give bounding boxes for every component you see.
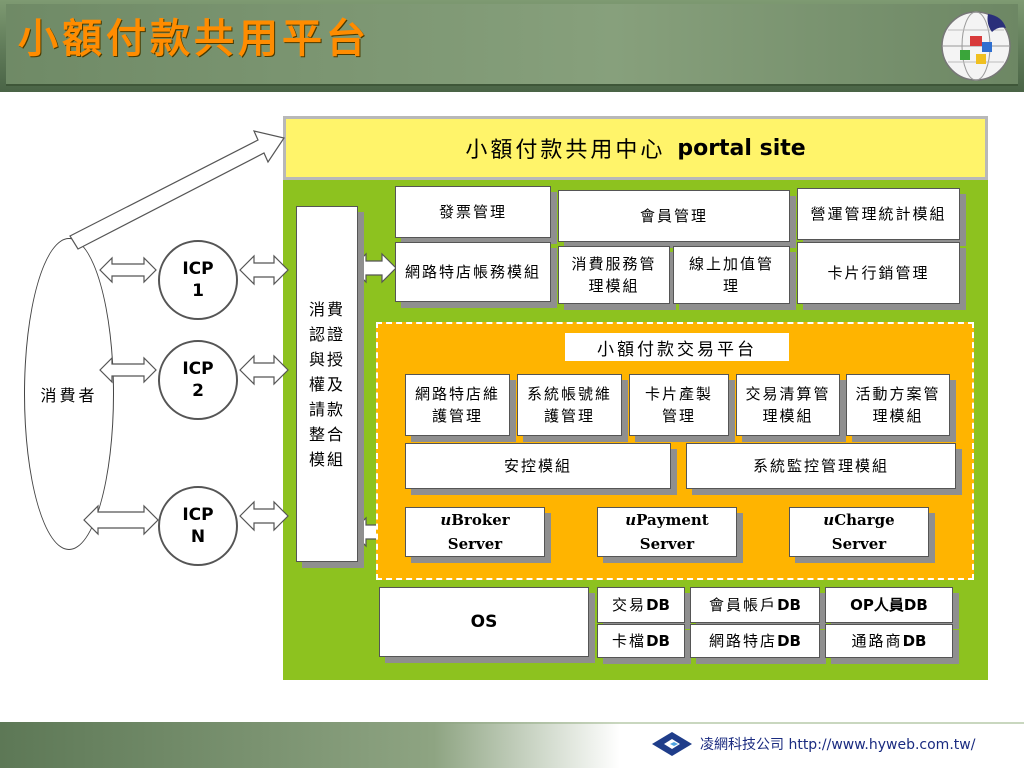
- store-accounts-label: 網路特店帳務模組: [404, 263, 541, 281]
- portal-label-en: portal site: [677, 135, 806, 161]
- ops-stats-label: 營運管理統計模組: [810, 205, 947, 223]
- platform-title: 小額付款交易平台: [565, 333, 789, 361]
- server-prefix: u: [823, 511, 835, 529]
- platform-module: 系統帳號維護管理: [517, 374, 622, 436]
- icp-number: N: [190, 527, 206, 547]
- server-suffix: Server: [831, 535, 887, 553]
- icp-number: 1: [192, 281, 204, 301]
- auth-line: 認證: [308, 324, 345, 344]
- footer-strip: [0, 722, 620, 768]
- db-suffix: DB: [777, 596, 801, 614]
- platform-module-label: 卡片產製管理: [644, 385, 713, 425]
- online-topup-module: 線上加值管理: [673, 246, 790, 304]
- server-prefix: u: [440, 511, 452, 529]
- icp-label: ICP: [182, 259, 214, 279]
- consumer-service-module: 消費服務管理模組: [558, 246, 670, 304]
- auth-line: 整合: [308, 424, 345, 444]
- ops-stats-module: 營運管理統計模組: [797, 188, 960, 240]
- page-title: 小額付款共用平台: [18, 15, 370, 62]
- platform-module: 卡片產製管理: [629, 374, 729, 436]
- platform-module: 活動方案管理模組: [846, 374, 950, 436]
- invoice-module: 發票管理: [395, 186, 551, 238]
- platform-module-label: 網路特店維護管理: [414, 385, 500, 425]
- db-suffix: DB: [646, 596, 670, 614]
- db-label: OP人員: [850, 596, 904, 614]
- monitor-module: 系統監控管理模組: [686, 443, 956, 489]
- db-label: 交易: [612, 596, 647, 614]
- footer-company: 凌網科技公司: [700, 737, 784, 753]
- online-topup-label: 線上加值管理: [688, 255, 774, 295]
- server-name: Charge: [834, 511, 895, 529]
- os-box: OS: [379, 587, 589, 657]
- platform-module: 網路特店維護管理: [405, 374, 510, 436]
- icp-number: 2: [192, 381, 204, 401]
- auth-billing-module: 消費 認證 與授 權及 請款 整合 模組: [296, 206, 358, 562]
- db-label: 卡檔: [612, 632, 647, 650]
- db-suffix: DB: [777, 632, 801, 650]
- icp-label: ICP: [182, 505, 214, 525]
- server-prefix: u: [625, 511, 637, 529]
- member-module: 會員管理: [558, 190, 790, 242]
- footer-credit: 凌網科技公司 http://www.hyweb.com.tw/: [700, 734, 975, 754]
- monitor-label: 系統監控管理模組: [752, 457, 889, 475]
- db-suffix: DB: [903, 596, 928, 614]
- portal-label: 小額付款共用中心: [465, 138, 666, 163]
- os-label: OS: [470, 612, 498, 632]
- auth-line: 請款: [308, 399, 345, 419]
- db-label: 會員帳戶: [709, 596, 778, 614]
- card-marketing-label: 卡片行銷管理: [827, 264, 930, 282]
- consumer-node: 消費者: [24, 238, 114, 550]
- auth-line: 權及: [308, 374, 345, 394]
- db-label: 網路特店: [709, 632, 778, 650]
- consumer-label: 消費者: [40, 386, 98, 405]
- store-accounts-module: 網路特店帳務模組: [395, 242, 551, 302]
- auth-line: 消費: [308, 299, 345, 319]
- db-suffix: DB: [646, 632, 670, 650]
- member-label: 會員管理: [639, 207, 708, 225]
- globe-logo-icon: [941, 11, 1011, 81]
- server-suffix: Server: [447, 535, 503, 553]
- card-marketing-module: 卡片行銷管理: [797, 242, 960, 304]
- platform-module-label: 活動方案管理模組: [855, 385, 941, 425]
- platform-module-label: 交易清算管理模組: [745, 385, 831, 425]
- security-module: 安控模組: [405, 443, 671, 489]
- icp-label: ICP: [182, 359, 214, 379]
- server-name: Payment: [636, 511, 709, 529]
- server-suffix: Server: [639, 535, 695, 553]
- platform-module: 交易清算管理模組: [736, 374, 840, 436]
- auth-line: 模組: [308, 449, 345, 469]
- db-label: 通路商: [851, 632, 903, 650]
- auth-line: 與授: [308, 349, 345, 369]
- platform-module-label: 系統帳號維護管理: [526, 385, 612, 425]
- invoice-label: 發票管理: [438, 203, 507, 221]
- portal-site-banner: 小額付款共用中心 portal site: [283, 116, 988, 180]
- server-name: Broker: [451, 511, 510, 529]
- header-panel: [6, 4, 1018, 86]
- platform-title-text: 小額付款交易平台: [597, 339, 757, 360]
- db-suffix: DB: [902, 632, 927, 650]
- security-label: 安控模組: [503, 457, 572, 475]
- hyweb-logo-icon: [652, 732, 692, 756]
- footer-url-link[interactable]: http://www.hyweb.com.tw/: [788, 737, 976, 753]
- consumer-service-label: 消費服務管理模組: [571, 255, 657, 295]
